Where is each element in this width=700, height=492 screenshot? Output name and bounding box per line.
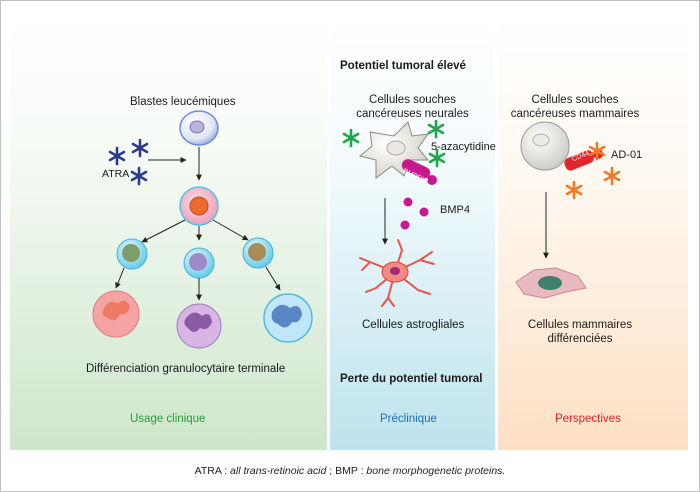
panel-preclinical xyxy=(330,12,495,450)
caption-part-2: all trans-retinoic acid xyxy=(230,465,327,477)
mammary-outcome-line-2: différenciées xyxy=(547,333,613,345)
leukemic-blasts-label: Blastes leucémiques xyxy=(130,96,236,108)
myelocyte-cell-1 xyxy=(116,238,148,270)
astroglial-cells-label: Cellules astrogliales xyxy=(362,319,465,331)
mammary-stem-cells-title: Cellules souches cancéreuses mammaires xyxy=(505,93,645,121)
clinical-use-label: Usage clinique xyxy=(130,413,206,425)
loss-tumoral-potential-label: Perte du potentiel tumoral xyxy=(340,373,483,385)
arrow-to-basophil xyxy=(265,266,281,291)
promyelocyte-cell xyxy=(179,186,219,226)
myelocyte-cell-2 xyxy=(183,247,215,279)
basophil-cell xyxy=(263,293,313,343)
leukemic-blast-cell xyxy=(179,110,219,146)
panel-perspectives xyxy=(498,12,688,450)
high-tumoral-potential-label: Potentiel tumoral élevé xyxy=(340,60,466,72)
caption-part-1: ATRA : xyxy=(194,465,231,477)
neural-title-line-1: Cellules souches xyxy=(369,94,456,106)
caption-part-4: bone morphogenetic proteins. xyxy=(366,465,506,477)
bmp4-ligand-dots xyxy=(400,197,429,230)
mammary-outcome-line-1: Cellules mammaires xyxy=(527,319,633,331)
atra-star-icons xyxy=(108,138,149,186)
mammary-title-line-2: cancéreuses mammaires xyxy=(510,108,640,120)
astroglial-nucleus xyxy=(390,267,400,275)
bmp4-label: BMP4 xyxy=(440,204,470,216)
myelocyte-cell-3 xyxy=(242,237,274,269)
azacytidine-star-icons xyxy=(342,119,446,168)
differentiated-mammary-cell xyxy=(515,267,587,299)
differentiated-mammary-label: Cellules mammaires différenciées xyxy=(510,318,650,346)
atra-label: ATRA xyxy=(102,168,130,180)
caption-part-3: ; BMP : xyxy=(326,465,367,477)
neural-title-line-2: cancéreuses neurales xyxy=(356,108,469,120)
arrow-to-myelocyte-1 xyxy=(141,219,186,243)
neural-stem-cells-title: Cellules souches cancéreuses neurales xyxy=(340,93,485,121)
neutrophil-cell xyxy=(92,290,140,338)
ad01-label: AD-01 xyxy=(611,149,643,161)
eosinophil-cell xyxy=(176,303,222,349)
bmprib-receptor xyxy=(401,159,437,185)
ad01-star-icons xyxy=(565,141,621,200)
perspectives-label: Perspectives xyxy=(555,413,621,425)
mammary-title-line-1: Cellules souches xyxy=(531,94,619,106)
arrow-to-neutrophil xyxy=(115,267,125,289)
arrow-to-myelocyte-3 xyxy=(212,219,249,241)
preclinical-label: Préclinique xyxy=(380,413,437,425)
figure-caption: ATRA : all trans-retinoic acid ; BMP : b… xyxy=(0,465,700,477)
azacytidine-label: 5-azacytidine xyxy=(431,141,496,153)
panel-clinical xyxy=(10,12,327,450)
mammary-cancer-stem-cell xyxy=(520,121,570,171)
granulocytic-differentiation-label: Différenciation granulocytaire terminale xyxy=(86,363,286,375)
